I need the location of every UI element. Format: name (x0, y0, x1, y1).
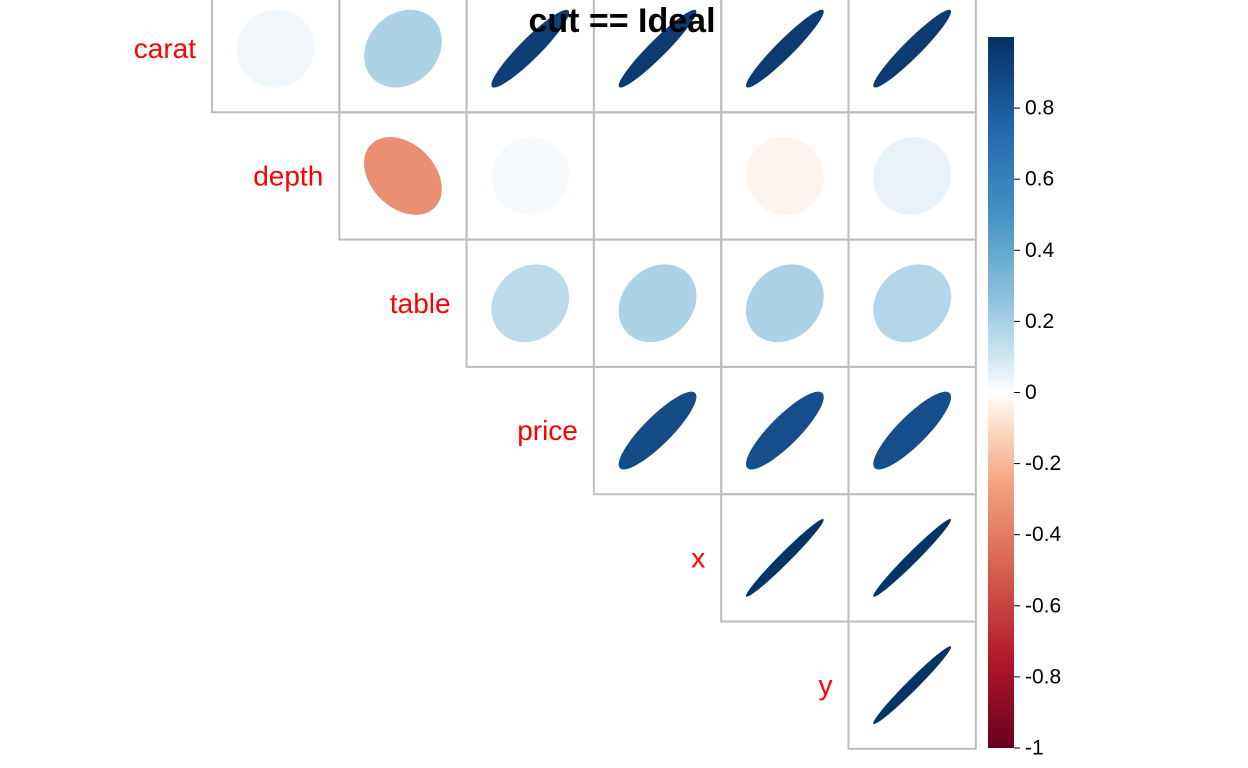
variable-label-x: x (691, 542, 705, 573)
colorbar-gradient (988, 37, 1014, 748)
correlation-ellipse-table-price (491, 264, 570, 343)
colorbar: 0.8 0.6 0.4 0.2 0 -0.2 -0.4 -0.6 -0.8 -1 (988, 37, 1062, 760)
correlation-ellipse-depth-z (873, 137, 952, 215)
correlation-ellipse-depth-table (364, 137, 442, 215)
colorbar-tick-label: -0.4 (1025, 523, 1062, 546)
cell-grid (211, 0, 977, 750)
colorbar-tick-label: -0.6 (1025, 594, 1061, 617)
variable-label-depth: depth (253, 160, 323, 191)
variable-label-table: table (390, 288, 451, 319)
variable-label-y: y (819, 670, 833, 701)
correlation-ellipse-carat-x (618, 9, 697, 88)
matrix-cell-border (847, 620, 977, 750)
correlation-ellipse-depth-y (745, 137, 824, 215)
correlation-ellipse-carat-table (364, 9, 442, 88)
colorbar-tick-label: -1 (1025, 737, 1044, 760)
correlation-cells (236, 9, 952, 725)
colorbar-tick-label: -0.8 (1025, 665, 1061, 688)
colorbar-tick-label: 0.8 (1025, 97, 1054, 120)
correlation-ellipse-carat-y (745, 9, 824, 88)
correlation-ellipse-carat-price (491, 9, 570, 88)
chart-title: cut == Ideal (528, 2, 715, 40)
correlation-ellipse-x-z (873, 518, 952, 597)
colorbar-tick-label: -0.2 (1025, 452, 1061, 475)
correlation-ellipse-carat-depth (236, 9, 315, 88)
variable-label-carat: carat (134, 33, 196, 64)
colorbar-tick-label: 0.6 (1025, 168, 1054, 191)
correlation-ellipse-table-z (873, 264, 952, 343)
correlation-ellipse-depth-x (618, 137, 697, 215)
colorbar-tick-label: 0.2 (1025, 310, 1054, 333)
correlation-ellipse-carat-z (873, 9, 952, 88)
correlation-ellipse-price-y (745, 391, 824, 470)
correlation-ellipse-table-x (618, 264, 697, 343)
correlation-ellipse-price-x (618, 391, 697, 470)
correlation-ellipse-x-y (745, 518, 824, 597)
correlation-ellipse-y-z (873, 646, 952, 725)
correlation-ellipse-depth-price (491, 137, 570, 215)
colorbar-tick-label: 0 (1025, 381, 1037, 404)
variable-labels: carat depth table price x y (134, 33, 833, 701)
variable-label-price: price (517, 415, 578, 446)
colorbar-tick-label: 0.4 (1025, 239, 1055, 262)
correlation-ellipse-price-z (873, 391, 952, 470)
correlation-ellipse-table-y (745, 264, 824, 343)
